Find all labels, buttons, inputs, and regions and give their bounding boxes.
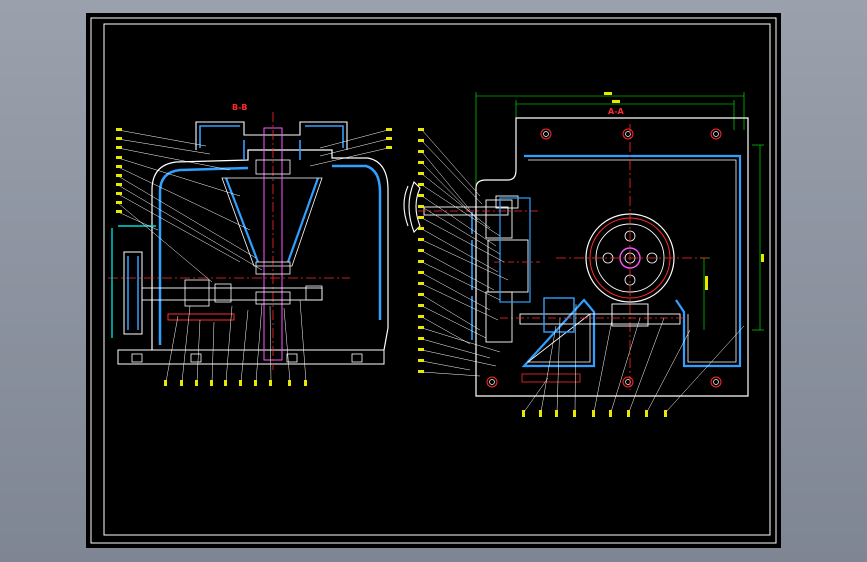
right-section-view: A-A	[403, 92, 764, 417]
worm	[611, 303, 649, 327]
left-section-view: B-B	[108, 103, 392, 386]
dim-text-height	[705, 276, 708, 290]
gear-cluster	[499, 197, 531, 303]
drawing-sheet	[86, 13, 781, 548]
base-bolts	[131, 353, 363, 363]
right-view-label: A-A	[608, 107, 625, 116]
casing-bolts	[486, 128, 722, 388]
housing-wall	[158, 164, 382, 345]
coupling	[184, 279, 323, 307]
drawing-frame	[90, 17, 777, 544]
casing-inner	[521, 154, 742, 368]
side-bracket	[111, 225, 156, 338]
worm-bar	[167, 313, 235, 321]
top-flange-hatch	[199, 125, 344, 160]
cone-hub	[224, 177, 320, 263]
gear-train	[485, 195, 529, 343]
casing-outer	[475, 117, 749, 397]
inner-border	[103, 23, 771, 536]
right-view-leaders	[421, 129, 509, 377]
right-view-part-markers	[418, 128, 667, 417]
handwheel	[123, 251, 143, 335]
left-view-label: B-B	[232, 103, 248, 112]
top-flange	[195, 121, 348, 150]
right-view-bottom-leaders	[523, 303, 745, 413]
base-plate	[117, 349, 385, 365]
dim-text-mid	[612, 100, 620, 103]
left-view-bottom-leaders	[165, 299, 307, 383]
left-view-leaders	[117, 129, 389, 283]
dim-text-right	[761, 254, 764, 262]
housing-outline	[151, 149, 389, 351]
bottom-slot	[521, 373, 581, 383]
outer-border	[90, 17, 777, 544]
worm-shaft	[519, 313, 681, 325]
left-view-part-markers	[116, 128, 392, 386]
worm-bearing	[543, 297, 575, 333]
handle-knob	[403, 181, 421, 233]
spindle-bearings	[255, 159, 291, 305]
casing-inner-line	[526, 159, 737, 363]
horizontal-shaft	[141, 287, 323, 301]
casing-bolt-inner	[489, 131, 719, 385]
cone-hub-outline	[221, 177, 323, 267]
dim-text-top	[604, 92, 612, 95]
